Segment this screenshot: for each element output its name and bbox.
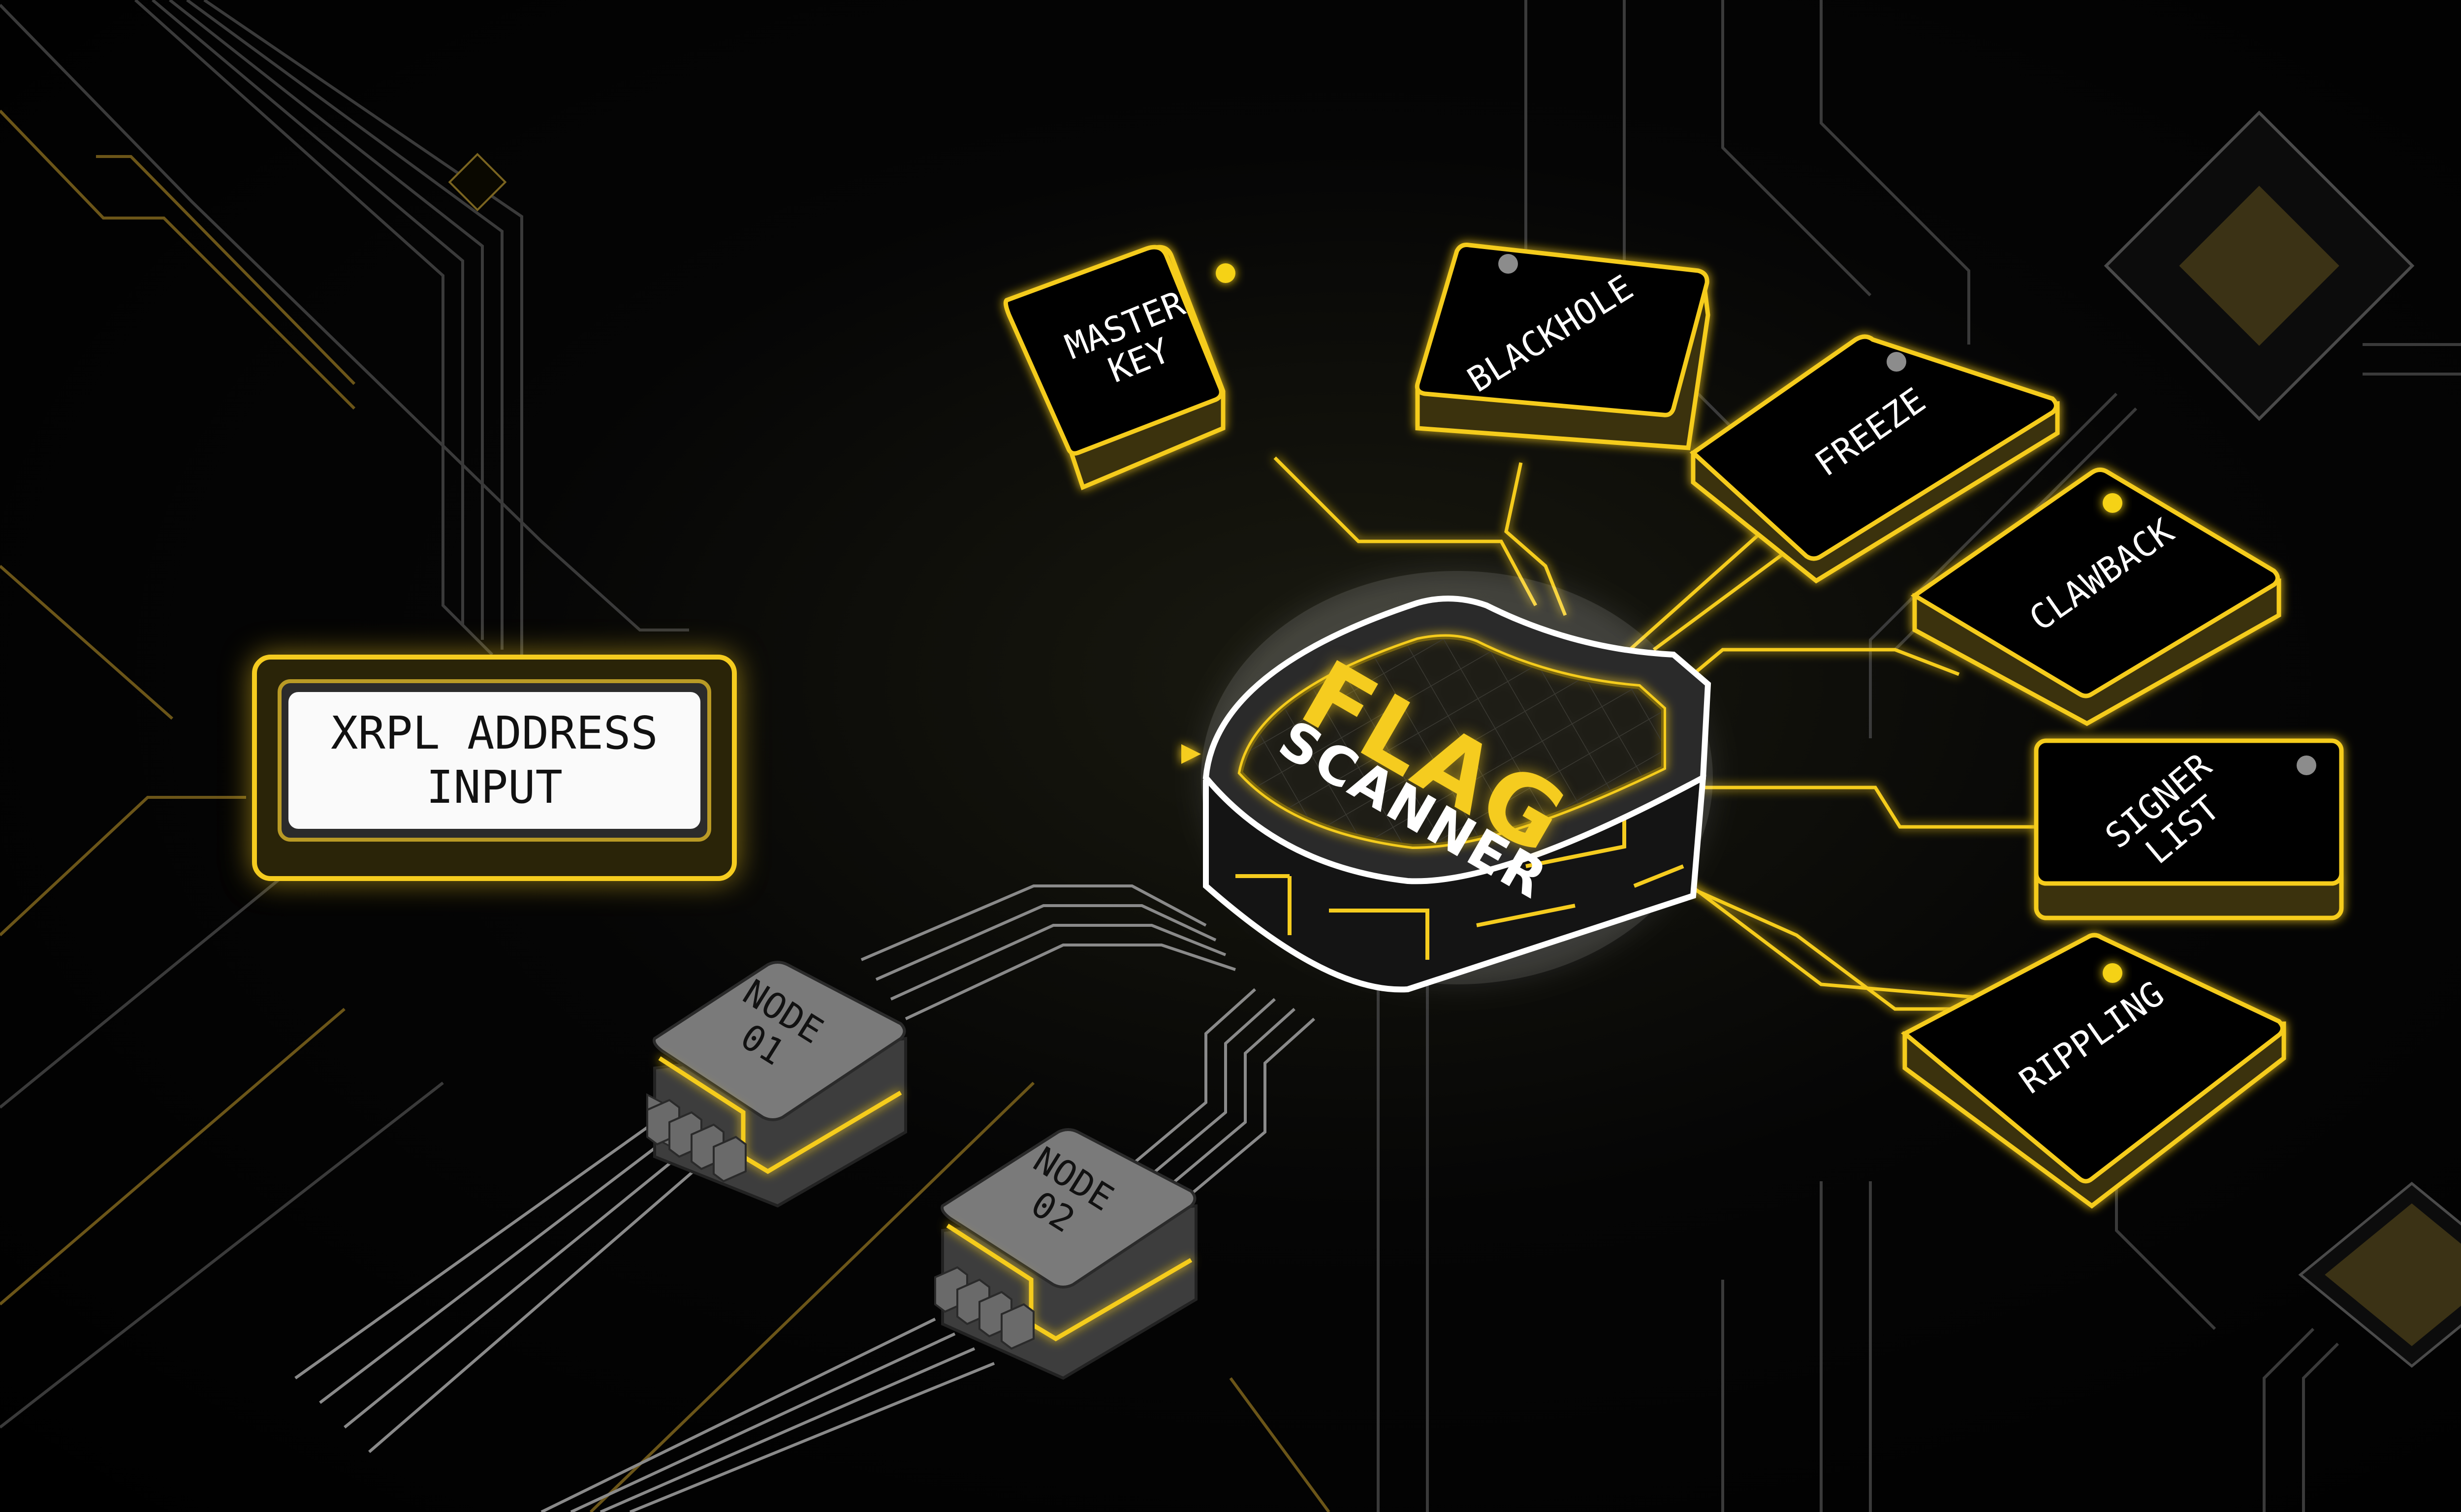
trace-signer-list: [1663, 786, 2038, 829]
xrpl-address-input[interactable]: XRPL ADDRESS INPUT: [288, 692, 700, 829]
flag-tile-master-key[interactable]: [1003, 245, 1226, 491]
node-02-pins: [934, 1266, 1035, 1350]
xrpl-address-input-panel: XRPL ADDRESS INPUT: [252, 655, 737, 881]
node-01-pins: [646, 1099, 747, 1183]
flag-tile-clawback[interactable]: [1910, 468, 2281, 726]
flag-tile-blackhole[interactable]: [1415, 243, 1710, 450]
chip-bottom-right: [2298, 1181, 2461, 1368]
indicator-blackhole-icon: [1498, 254, 1518, 274]
trace-freeze: [1623, 530, 1764, 656]
flag-scanner-shield[interactable]: [1202, 596, 1711, 993]
input-arrow-icon: [1181, 744, 1201, 764]
indicator-master-key-icon: [1216, 263, 1235, 283]
chip-top-right: [2104, 110, 2415, 421]
flag-tile-freeze[interactable]: [1689, 334, 2060, 584]
traces-top-left: [0, 0, 689, 1429]
indicator-clawback-icon: [2103, 493, 2122, 513]
trace-master-key: [1273, 456, 1538, 606]
trace-rippling: [1663, 874, 1964, 1011]
xrpl-address-input-bezel: XRPL ADDRESS INPUT: [278, 679, 711, 842]
traces-bottom-center: [589, 984, 1429, 1512]
indicator-signer-list-icon: [2297, 756, 2316, 775]
indicator-freeze-icon: [1887, 352, 1906, 372]
node-wires: [294, 884, 1316, 1512]
chip-small-top-left: [448, 153, 507, 212]
flag-tile-signer-list[interactable]: [2034, 738, 2344, 920]
flag-tile-rippling[interactable]: [1900, 933, 2286, 1209]
indicator-rippling-icon: [2103, 963, 2122, 983]
live-traces: [732, 451, 2117, 1011]
